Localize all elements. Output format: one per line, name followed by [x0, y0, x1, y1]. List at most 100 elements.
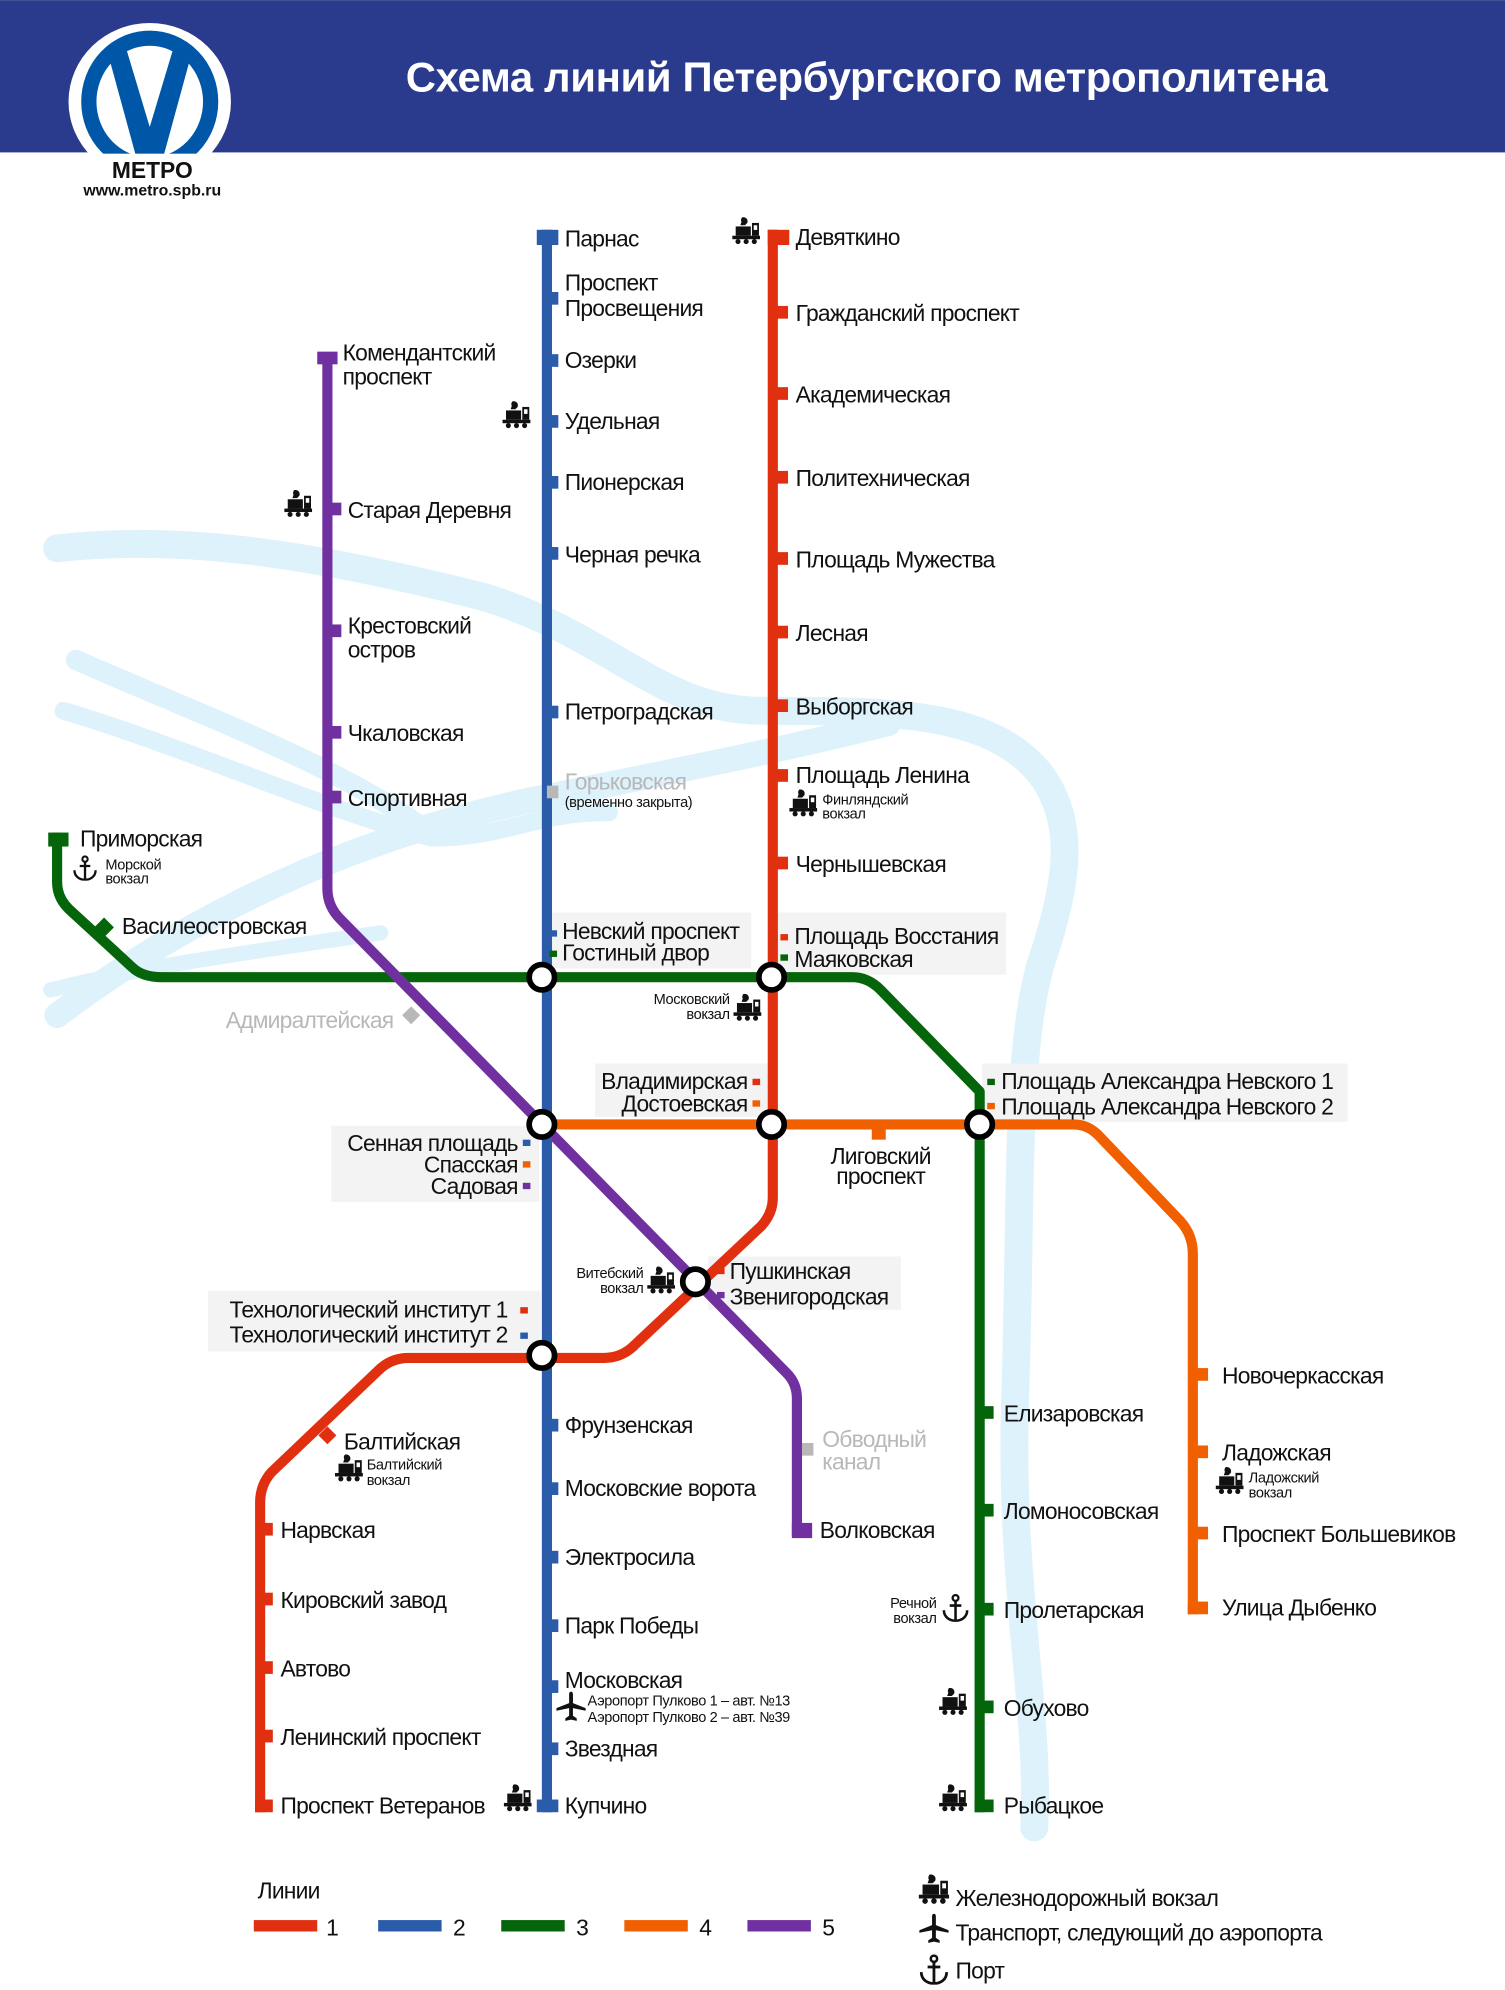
station-tekhnolog-2[interactable]: Технологический институт 2 — [230, 1322, 509, 1348]
station-kirovsky-zavod[interactable]: Кировский завод — [280, 1587, 447, 1613]
station-komendantsky-2[interactable]: проспект — [343, 364, 434, 390]
station-novocherkasskaya[interactable]: Новочеркасская — [1222, 1362, 1384, 1388]
train-icon — [335, 1454, 363, 1482]
station-sennaya[interactable]: Сенная площадь — [347, 1130, 518, 1156]
station-elektrosila[interactable]: Электросила — [565, 1544, 696, 1570]
station-dybenko[interactable]: Улица Дыбенко — [1222, 1595, 1377, 1621]
transfer-nevskogo[interactable] — [964, 1108, 996, 1140]
station-avtovo[interactable]: Автово — [280, 1655, 351, 1681]
vitebsky-vokzal-2: вокзал — [600, 1281, 643, 1297]
station-vyborgskaya[interactable]: Выборгская — [796, 694, 914, 720]
train-icon — [733, 993, 762, 1021]
station-dostoevskaya[interactable]: Достоевская — [622, 1091, 749, 1117]
station-zvenigorodskaya[interactable]: Звенигородская — [730, 1284, 890, 1310]
station-mayakovskaya[interactable]: Маяковская — [794, 946, 913, 972]
line-5 — [322, 355, 802, 1536]
station-nevsky-prospekt[interactable]: Невский проспект — [562, 918, 741, 944]
station-elizarovskaya[interactable]: Елизаровская — [1004, 1400, 1144, 1426]
station-ploshchad-muzhestva[interactable]: Площадь Мужества — [796, 546, 997, 572]
station-park-pobedy[interactable]: Парк Победы — [565, 1612, 699, 1638]
station-ploshchad-lenina[interactable]: Площадь Ленина — [796, 762, 971, 788]
station-volkovskaya[interactable]: Волковская — [820, 1517, 936, 1543]
legend-label-1: 1 — [326, 1914, 338, 1940]
station-kupchino[interactable]: Купчино — [565, 1792, 648, 1818]
station-krestovsky-2[interactable]: остров — [348, 636, 417, 662]
station-vasileostrovskaya[interactable]: Василеостровская — [122, 913, 307, 939]
station-krestovsky[interactable]: Крестовский — [348, 612, 472, 638]
station-moskovskie-vorota[interactable]: Московские ворота — [565, 1475, 758, 1501]
finlyandsky-station: Финляндский — [822, 793, 908, 809]
station-baltiyskaya[interactable]: Балтийская — [344, 1428, 461, 1454]
station-obvodny-kanal-2[interactable]: канал — [822, 1449, 881, 1475]
station-petrogradskaya[interactable]: Петроградская — [565, 699, 714, 725]
station-obvodny-kanal[interactable]: Обводный — [822, 1426, 927, 1452]
transfer-pushkinskaya[interactable] — [679, 1266, 711, 1298]
station-spasskaya[interactable]: Спасская — [424, 1152, 519, 1178]
moskovsky-vokzal-2: вокзал — [686, 1007, 729, 1023]
station-lomonosovskaya[interactable]: Ломоносовская — [1004, 1498, 1159, 1524]
finlyandsky-station-2: вокзал — [822, 807, 865, 823]
station-moskovskaya[interactable]: Московская — [565, 1667, 683, 1693]
station-devyatkino[interactable]: Девяткино — [796, 224, 901, 250]
station-obukhovo[interactable]: Обухово — [1004, 1695, 1090, 1721]
station-nevskogo-2[interactable]: Площадь Александра Невского 2 — [1001, 1093, 1334, 1119]
station-gorkovskaya[interactable]: Горьковская — [565, 768, 687, 794]
train-icon — [1215, 1467, 1244, 1495]
station-narvskaya[interactable]: Нарвская — [280, 1517, 375, 1543]
legend-swatch-3 — [501, 1920, 565, 1932]
station-vladimirskaya[interactable]: Владимирская — [601, 1068, 748, 1094]
station-lesnaya[interactable]: Лесная — [796, 620, 869, 646]
station-komendantsky[interactable]: Комендантский — [343, 340, 497, 366]
station-ploshchad-vosstaniya[interactable]: Площадь Восстания — [794, 923, 999, 949]
station-ozerki[interactable]: Озерки — [565, 347, 637, 373]
station-bolshevikov[interactable]: Проспект Большевиков — [1222, 1521, 1457, 1547]
station-primorskaya[interactable]: Приморская — [80, 826, 203, 852]
station-pushkinskaya[interactable]: Пушкинская — [730, 1258, 852, 1284]
station-gostiny-dvor[interactable]: Гостиный двор — [562, 940, 710, 966]
station-sportivnaya[interactable]: Спортивная — [348, 785, 468, 811]
moskovsky-vokzal: Московский — [654, 992, 730, 1008]
station-frunzenskaya[interactable]: Фрунзенская — [565, 1412, 694, 1438]
station-sadovaya[interactable]: Садовая — [431, 1173, 519, 1199]
station-chernaya-rechka[interactable]: Черная речка — [565, 541, 702, 567]
line-1-ticks — [255, 229, 790, 1813]
station-ligovsky-prospekt[interactable]: Лиговский — [831, 1143, 932, 1169]
train-icon — [647, 1266, 676, 1294]
label-box — [595, 1063, 771, 1117]
station-akademicheskaya[interactable]: Академическая — [796, 381, 951, 407]
transfer-tekhnolog[interactable] — [526, 1339, 558, 1371]
transfer-sennaya[interactable] — [526, 1108, 558, 1140]
station-grazhdansky[interactable]: Гражданский проспект — [796, 300, 1021, 326]
station-nevskogo-1[interactable]: Площадь Александра Невского 1 — [1001, 1068, 1334, 1094]
transfer-vladimirskaya[interactable] — [755, 1108, 788, 1140]
station-ligovsky-prospekt-2[interactable]: проспект — [836, 1163, 927, 1189]
station-prosveshcheniya[interactable]: Проспект — [565, 270, 660, 296]
station-udelnaya[interactable]: Удельная — [565, 408, 661, 434]
train-icon — [502, 401, 531, 429]
logo-text: МЕТРО — [112, 157, 193, 183]
airplane-icon — [919, 1913, 949, 1943]
station-pionerskaya[interactable]: Пионерская — [565, 469, 685, 495]
transfer-nevsky-gostiny[interactable] — [526, 961, 558, 993]
station-parnas[interactable]: Парнас — [565, 225, 640, 251]
station-chkalovskaya[interactable]: Чкаловская — [348, 720, 465, 746]
station-prosveshcheniya-2[interactable]: Просвещения — [565, 295, 704, 321]
line-1 — [255, 229, 778, 1813]
transfer-nodes — [526, 961, 996, 1371]
anchor-icon — [942, 1593, 969, 1622]
station-chernyshevskaya[interactable]: Чернышевская — [796, 851, 947, 877]
station-rybatskoe[interactable]: Рыбацкое — [1004, 1792, 1104, 1818]
station-tekhnolog-1[interactable]: Технологический институт 1 — [230, 1296, 509, 1322]
station-zvezdnaya[interactable]: Звездная — [565, 1735, 658, 1761]
train-icon — [503, 1784, 532, 1812]
station-prospekt-veteranov[interactable]: Проспект Ветеранов — [280, 1792, 486, 1818]
station-proletarskaya[interactable]: Пролетарская — [1004, 1597, 1145, 1623]
transfer-vosstaniya-mayakovskaya[interactable] — [755, 961, 788, 993]
station-ladozhskaya[interactable]: Ладожская — [1222, 1440, 1332, 1466]
station-politekhnicheskaya[interactable]: Политехническая — [796, 465, 971, 491]
station-leninsky-prospekt[interactable]: Ленинский проспект — [280, 1724, 482, 1750]
station-staraya-derevnya[interactable]: Старая Деревня — [348, 497, 512, 523]
website-link[interactable]: www.metro.spb.ru — [82, 183, 221, 200]
station-admiralteyskaya[interactable]: Адмиралтейская — [226, 1007, 394, 1033]
morskoy-vokzal: Морской — [105, 857, 161, 873]
